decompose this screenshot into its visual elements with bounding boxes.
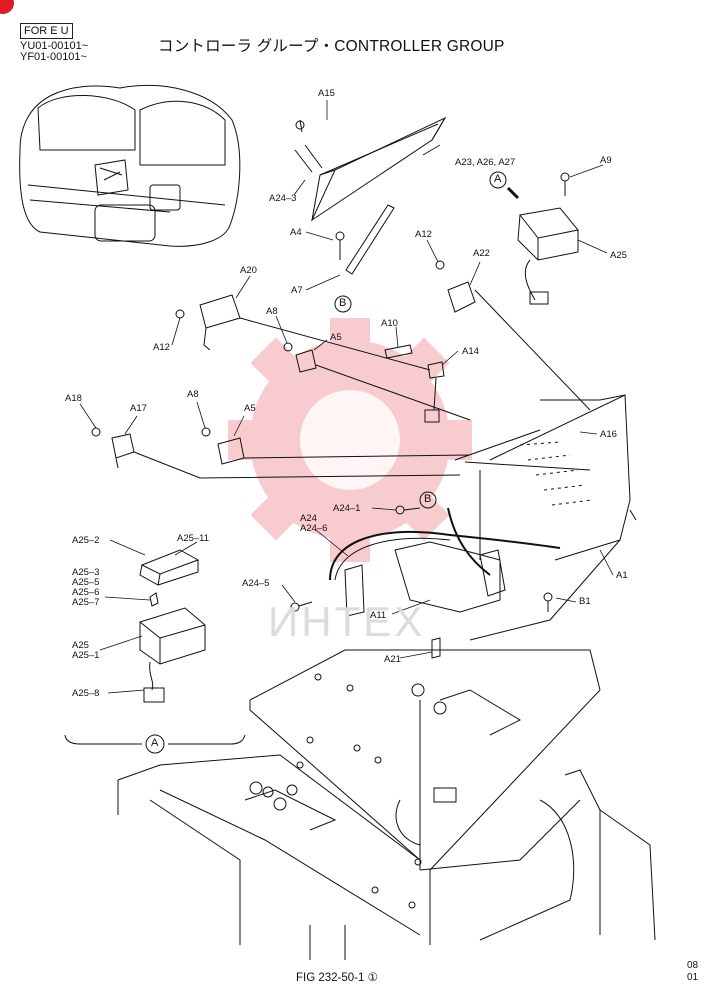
serial-range-2: YF01-00101~ bbox=[20, 51, 87, 63]
label-a8-top: A8 bbox=[266, 306, 278, 317]
label-a25: A25 bbox=[610, 250, 627, 261]
relay-box-a25 bbox=[519, 207, 579, 239]
callout-b-mid-letter: B bbox=[424, 493, 432, 505]
page-number-1: 08 bbox=[687, 960, 699, 971]
watermark-text: ИНТЕХ bbox=[268, 598, 426, 645]
label-a16: A16 bbox=[600, 429, 617, 440]
label-a21: A21 bbox=[384, 654, 401, 665]
base-plate bbox=[117, 649, 656, 960]
label-a23: A23, A26, A27 bbox=[455, 157, 516, 168]
label-a14: A14 bbox=[462, 346, 479, 357]
fuse-a10 bbox=[384, 344, 413, 359]
label-b1: B1 bbox=[579, 596, 591, 607]
label-a25-11: A25–11 bbox=[177, 533, 210, 544]
label-a15: A15 bbox=[318, 88, 335, 99]
label-a22: A22 bbox=[473, 248, 490, 259]
label-a7: A7 bbox=[291, 285, 303, 296]
label-a9: A9 bbox=[600, 155, 612, 166]
relay-detail-a25 bbox=[139, 607, 206, 665]
callout-a-detail bbox=[145, 734, 165, 754]
callout-b-top-letter: B bbox=[339, 297, 347, 309]
label-a8-mid: A8 bbox=[187, 389, 199, 400]
label-a5-top: A5 bbox=[330, 332, 342, 343]
frame-a1 bbox=[454, 394, 637, 641]
label-a24-1: A24–1 bbox=[333, 503, 361, 514]
label-a24: A24 bbox=[300, 513, 317, 524]
label-a11: A11 bbox=[370, 610, 387, 621]
figure-caption: FIG 232-50-1 ① bbox=[296, 972, 378, 984]
label-a25-5: A25–5 bbox=[72, 577, 100, 588]
callout-a-top bbox=[489, 171, 507, 189]
label-a24-5: A24–5 bbox=[242, 578, 270, 589]
label-a25-3: A25–3 bbox=[72, 567, 100, 578]
label-a4: A4 bbox=[290, 227, 302, 238]
corner-mark bbox=[0, 0, 14, 14]
callout-a-top-letter: A bbox=[494, 173, 502, 185]
label-a25-detail: A25 bbox=[72, 640, 89, 651]
label-a5-mid: A5 bbox=[244, 403, 256, 414]
callout-b-top bbox=[334, 295, 352, 313]
controller-box bbox=[294, 116, 447, 222]
label-a1: A1 bbox=[616, 570, 628, 581]
label-a24-3: A24–3 bbox=[269, 193, 297, 204]
callout-b-mid bbox=[419, 491, 437, 509]
label-a25-7: A25–7 bbox=[72, 597, 100, 608]
bracket-a7 bbox=[345, 204, 395, 275]
label-a20: A20 bbox=[240, 265, 257, 276]
label-a12-top: A12 bbox=[415, 229, 432, 240]
label-a17: A17 bbox=[130, 403, 147, 414]
callout-a-detail-letter: A bbox=[151, 737, 159, 749]
page-number-2: 01 bbox=[687, 972, 699, 983]
page-title: コントローラ グループ・CONTROLLER GROUP bbox=[158, 38, 505, 55]
label-a24-6: A24–6 bbox=[300, 523, 328, 534]
unit-a20 bbox=[199, 294, 241, 329]
label-a25-1: A25–1 bbox=[72, 650, 100, 661]
serial-range-1: YU01-00101~ bbox=[20, 40, 89, 52]
label-a12-left: A12 bbox=[153, 342, 170, 353]
region-badge: FOR E U bbox=[20, 23, 73, 39]
leader-lines bbox=[79, 100, 614, 694]
machine-overview bbox=[19, 84, 241, 247]
label-a25-2: A25–2 bbox=[72, 535, 100, 546]
label-a25-8: A25–8 bbox=[72, 688, 100, 699]
label-a10: A10 bbox=[381, 318, 398, 329]
label-a18: A18 bbox=[65, 393, 82, 404]
label-a25-6: A25–6 bbox=[72, 587, 100, 598]
